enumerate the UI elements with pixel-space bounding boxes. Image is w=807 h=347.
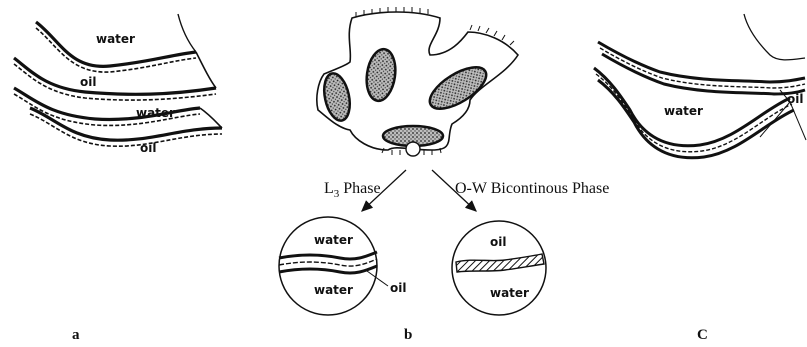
panel-b: L3 Phase O-W Bicontinous Phase water wat… <box>279 7 609 343</box>
circle-ow-bottom-label: water <box>490 286 529 300</box>
circle-l3-oil-pointer: oil <box>390 281 406 295</box>
circle-l3: water water oil <box>279 217 406 315</box>
panel-label-a: a <box>72 327 80 343</box>
label-l3-phase: L3 Phase <box>324 180 381 200</box>
circle-l3-bottom-label: water <box>314 283 353 297</box>
panel-c: water oil C <box>594 14 806 343</box>
panel-label-b: b <box>404 327 412 343</box>
panel-a: water oil water oil a <box>14 14 222 343</box>
circle-l3-top-label: water <box>314 233 353 247</box>
label-c-water: water <box>664 104 703 118</box>
circle-ow: oil water <box>452 221 546 315</box>
label-water-1: water <box>96 32 135 46</box>
label-ow-bicontinuous-phase: O-W Bicontinous Phase <box>455 180 609 197</box>
label-oil-1: oil <box>80 75 96 89</box>
panel-label-c: C <box>697 327 708 343</box>
circle-ow-top-label: oil <box>490 235 506 249</box>
label-water-2: water <box>136 106 175 120</box>
label-oil-2: oil <box>140 141 156 155</box>
label-c-oil: oil <box>787 92 803 106</box>
